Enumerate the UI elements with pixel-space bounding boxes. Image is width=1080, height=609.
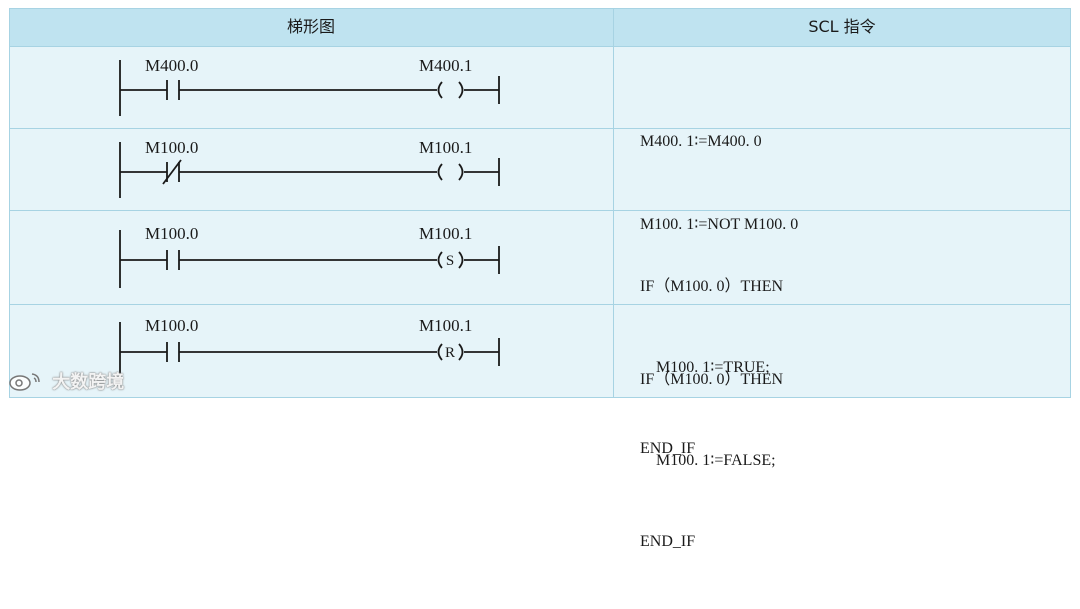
table-border	[9, 8, 1071, 398]
scl-line: END_IF	[640, 533, 696, 550]
ladder-row: M100.0 M100.1 R	[9, 304, 613, 394]
scl-line: M100. 1∶=NOT M100. 0	[640, 216, 799, 233]
table-header: 梯形图 SCL 指令	[9, 8, 1071, 46]
row-divider	[9, 46, 1071, 47]
watermark: 大数跨境	[8, 368, 124, 394]
coil-label: M400.1	[419, 56, 473, 75]
row-divider	[9, 128, 1071, 129]
row-divider	[9, 304, 1071, 305]
ladder-rung: R	[119, 322, 500, 380]
ladder-row: M100.0 M100.1	[9, 128, 613, 218]
scl-code: M400. 1∶=M400. 0	[640, 74, 762, 209]
ladder-row: M100.0 M100.1 S	[9, 210, 613, 300]
scl-code: M100. 1∶=NOT M100. 0	[640, 157, 798, 292]
scl-code: IF（M100. 0）THEN M100. 1∶=FALSE; END_IF	[640, 312, 783, 609]
coil-right-paren	[458, 343, 464, 361]
contact-label: M400.0	[145, 56, 199, 75]
scl-line: M400. 1∶=M400. 0	[640, 133, 762, 150]
reset-coil-letter: R	[445, 345, 455, 361]
header-ladder-diagram: 梯形图	[286, 17, 335, 36]
coil-left-paren	[437, 81, 443, 99]
contact-label: M100.0	[145, 316, 199, 335]
weibo-logo-icon	[9, 373, 40, 391]
ladder-rung	[119, 142, 500, 198]
coil-label: M100.1	[419, 316, 473, 335]
scl-line: IF（M100. 0）THEN	[640, 371, 784, 388]
coil-left-paren	[437, 163, 443, 181]
watermark-text: 大数跨境	[52, 372, 125, 393]
ladder-rung	[119, 60, 500, 116]
scl-line: IF（M100. 0）THEN	[640, 278, 784, 295]
contact-label: M100.0	[145, 138, 199, 157]
header-scl-instruction: SCL 指令	[808, 17, 876, 36]
ladder-row: M400.0 M400.1	[9, 46, 613, 136]
ladder-rung: S	[119, 230, 500, 288]
coil-right-paren	[458, 163, 464, 181]
nc-contact-slash	[162, 159, 182, 185]
coil-label: M100.1	[419, 224, 473, 243]
coil-left-paren	[437, 343, 443, 361]
row-divider	[9, 210, 1071, 211]
scl-line: M100. 1∶=TRUE;	[640, 359, 770, 376]
coil-right-paren	[458, 251, 464, 269]
coil-label: M100.1	[419, 138, 473, 157]
coil-right-paren	[458, 81, 464, 99]
coil-left-paren	[437, 251, 443, 269]
instruction-table: 梯形图 SCL 指令 M400.0 M400.1 M400. 1∶=M400. …	[9, 8, 1071, 550]
contact-label: M100.0	[145, 224, 199, 243]
scl-line: M100. 1∶=FALSE;	[640, 452, 776, 469]
set-coil-letter: S	[446, 253, 454, 269]
column-divider	[613, 8, 614, 398]
